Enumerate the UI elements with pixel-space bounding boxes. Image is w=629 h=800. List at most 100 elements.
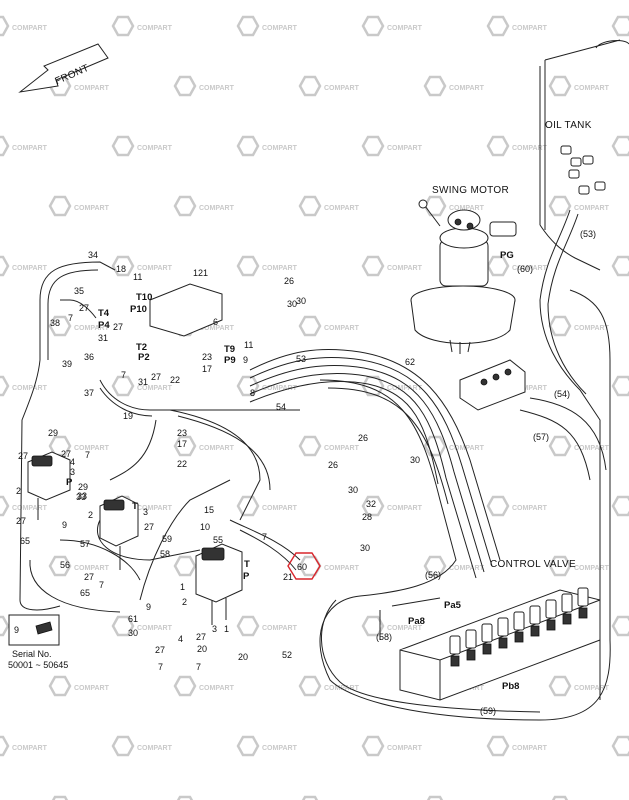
callout[interactable]: 26 <box>358 433 368 443</box>
callout[interactable]: 2 <box>16 486 21 496</box>
callout[interactable]: 54 <box>276 402 286 412</box>
callout[interactable]: 2 <box>88 510 93 520</box>
watermark-text: COMPART <box>262 145 298 152</box>
callout[interactable]: 33 <box>76 492 86 502</box>
hose <box>529 397 607 471</box>
callout[interactable]: 55 <box>213 535 223 545</box>
callout[interactable]: 7 <box>68 313 73 323</box>
callout[interactable]: 4 <box>70 457 75 467</box>
callout[interactable]: 18 <box>116 264 126 274</box>
callout[interactable]: 27 <box>84 572 94 582</box>
callout[interactable]: 23 <box>202 352 212 362</box>
callout[interactable]: 33 <box>77 491 87 501</box>
callout[interactable]: 59 <box>162 534 172 544</box>
callout[interactable]: 23 <box>177 428 187 438</box>
callout[interactable]: 20 <box>197 644 207 654</box>
callout[interactable]: 11 <box>133 272 142 282</box>
callout[interactable]: 21 <box>283 572 293 582</box>
watermark-text: COMPART <box>324 205 360 212</box>
callout[interactable]: 27 <box>18 451 28 461</box>
callout[interactable]: 27 <box>79 303 89 313</box>
callout[interactable]: 27 <box>155 645 165 655</box>
callout[interactable]: 29 <box>48 428 58 438</box>
callout[interactable]: 4 <box>178 634 183 644</box>
fitting <box>560 145 572 155</box>
callout[interactable]: 19 <box>123 411 133 421</box>
callout[interactable]: 9 <box>243 355 248 365</box>
callout[interactable]: 27 <box>151 372 161 382</box>
callout[interactable]: 62 <box>405 357 415 367</box>
callout[interactable]: 7 <box>262 532 267 542</box>
callout[interactable]: 27 <box>113 322 123 332</box>
callout[interactable]: (53) <box>580 229 596 239</box>
callout[interactable]: 32 <box>366 499 376 509</box>
callout[interactable]: 22 <box>170 375 180 385</box>
callout[interactable]: 3 <box>143 507 148 517</box>
callout[interactable]: 121 <box>193 268 208 278</box>
callout[interactable]: 30 <box>410 455 420 465</box>
callout[interactable]: 1 <box>224 624 229 634</box>
callout[interactable]: 30 <box>296 296 306 306</box>
watermark-text: COMPART <box>262 745 298 752</box>
callout[interactable]: (58) <box>376 632 392 642</box>
callout[interactable]: 20 <box>238 652 248 662</box>
callout[interactable]: 7 <box>121 370 126 380</box>
callout[interactable]: 34 <box>88 250 98 260</box>
callout[interactable]: 27 <box>61 449 71 459</box>
control-valve-label: CONTROL VALVE <box>490 559 576 570</box>
callout[interactable]: 3 <box>70 467 75 477</box>
callout[interactable]: 11 <box>244 340 253 350</box>
callout[interactable]: 3 <box>212 624 217 634</box>
callout[interactable]: 30 <box>128 628 138 638</box>
callout[interactable]: 65 <box>20 536 30 546</box>
callout[interactable]: 30 <box>348 485 358 495</box>
valve-spool <box>497 617 509 637</box>
callout[interactable]: 7 <box>196 662 201 672</box>
callout[interactable]: 65 <box>80 588 90 598</box>
callout[interactable]: 26 <box>284 276 294 286</box>
callout[interactable]: 35 <box>74 286 84 296</box>
callout[interactable]: 10 <box>200 522 210 532</box>
callout[interactable]: 57 <box>80 539 90 549</box>
callout[interactable]: 36 <box>84 352 94 362</box>
callout[interactable]: 15 <box>204 505 214 515</box>
callout[interactable]: 17 <box>177 439 187 449</box>
callout[interactable]: 26 <box>328 460 338 470</box>
callout[interactable]: 7 <box>85 450 90 460</box>
callout[interactable]: 53 <box>296 354 306 364</box>
callout[interactable]: 7 <box>99 580 104 590</box>
callout[interactable]: 29 <box>78 482 88 492</box>
callout[interactable]: 6 <box>213 317 218 327</box>
valve-spool-cap <box>530 625 540 637</box>
callout[interactable]: 1 <box>180 582 185 592</box>
callout[interactable]: 30 <box>360 543 370 553</box>
callout[interactable]: (57) <box>533 432 549 442</box>
callout[interactable]: (56) <box>425 570 441 580</box>
callout[interactable]: 22 <box>177 459 187 469</box>
callout[interactable]: 8 <box>250 388 255 398</box>
callout[interactable]: 7 <box>158 662 163 672</box>
callout[interactable]: 9 <box>62 520 67 530</box>
callout[interactable]: 31 <box>98 333 108 343</box>
callout[interactable]: 58 <box>160 549 170 559</box>
callout[interactable]: 17 <box>202 364 212 374</box>
callout[interactable]: 9 <box>146 602 151 612</box>
callout[interactable]: 30 <box>287 299 297 309</box>
callout[interactable]: 27 <box>196 632 206 642</box>
callout[interactable]: (59) <box>480 706 496 716</box>
watermark-hexagon <box>298 435 322 457</box>
callout[interactable]: 2 <box>182 597 187 607</box>
callout[interactable]: 27 <box>144 522 154 532</box>
highlight-60[interactable]: 60 <box>287 552 321 580</box>
callout[interactable]: (54) <box>554 389 570 399</box>
callout[interactable]: 28 <box>362 512 372 522</box>
callout[interactable]: 37 <box>84 388 94 398</box>
callout[interactable]: 39 <box>62 359 72 369</box>
callout[interactable]: 52 <box>282 650 292 660</box>
callout[interactable]: 31 <box>138 377 148 387</box>
callout[interactable]: 56 <box>60 560 70 570</box>
callout[interactable]: (60) <box>517 264 533 274</box>
callout[interactable]: 38 <box>50 318 60 328</box>
callout[interactable]: 61 <box>128 614 138 624</box>
callout[interactable]: 27 <box>16 516 26 526</box>
